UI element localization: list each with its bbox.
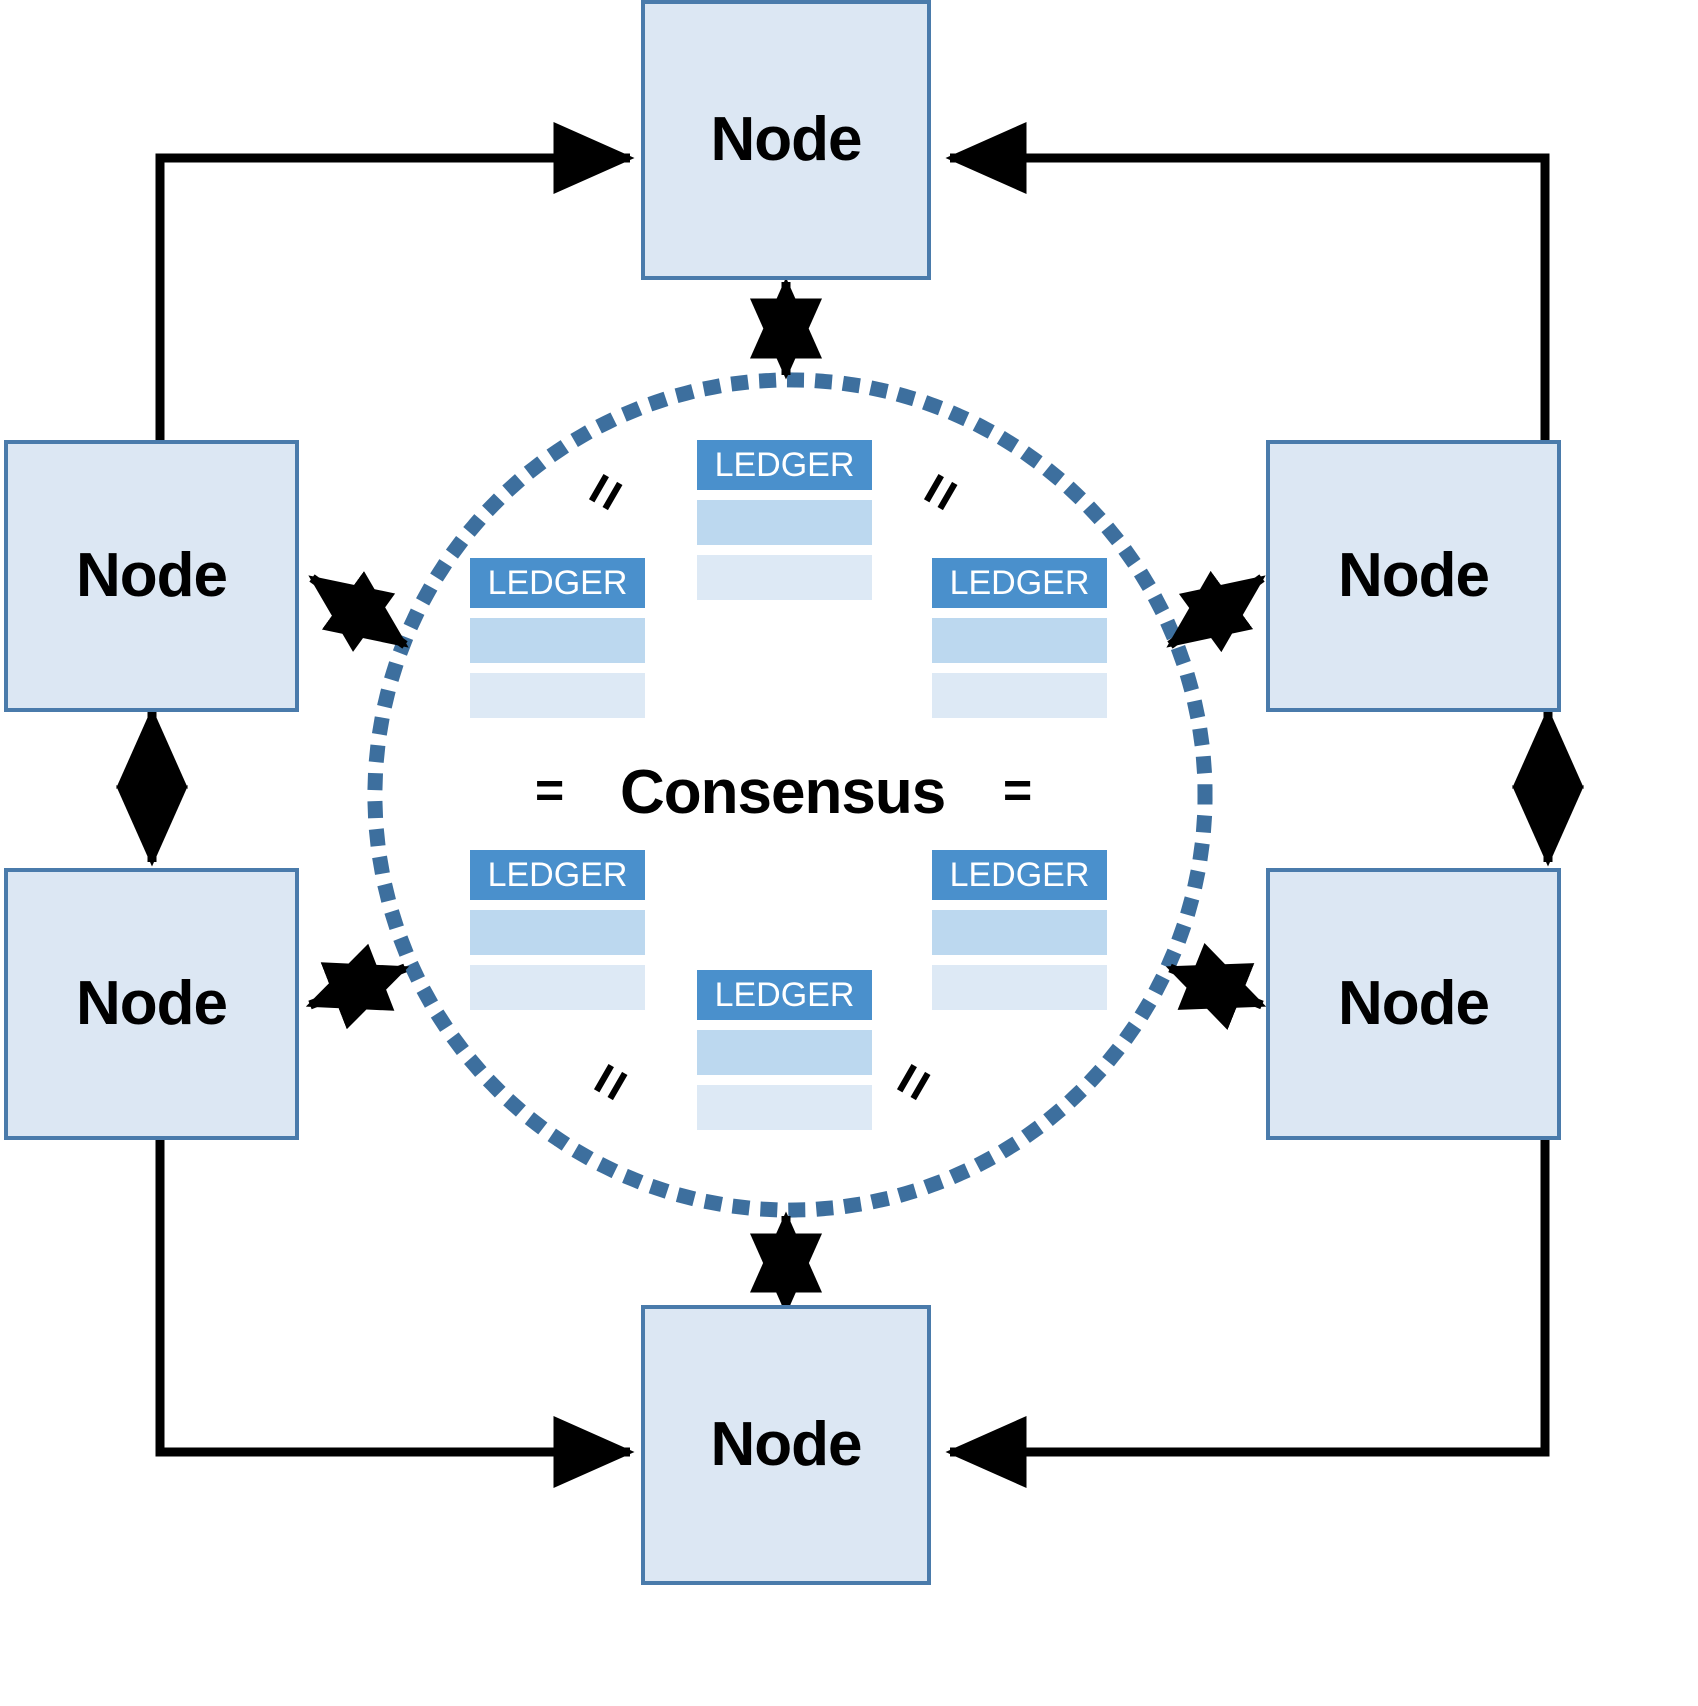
node-right-upper[interactable]: Node: [1266, 440, 1561, 712]
node-label: Node: [1338, 541, 1490, 610]
node-left-upper[interactable]: Node: [4, 440, 299, 712]
node-label: Node: [710, 1410, 863, 1479]
ledger-row: [932, 673, 1107, 718]
ledger-row: [470, 673, 645, 718]
equals-mark-middle-left: =: [535, 762, 564, 818]
equals-mark-middle-right: =: [1003, 762, 1032, 818]
ledger-top[interactable]: LEDGER: [697, 440, 872, 600]
edge-rightupper-to-top: [945, 122, 1550, 470]
ledger-upper-left[interactable]: LEDGER: [470, 558, 645, 718]
ledger-lower-left[interactable]: LEDGER: [470, 850, 645, 1010]
ledger-lower-right[interactable]: LEDGER: [932, 850, 1107, 1010]
ledger-row: [932, 910, 1107, 955]
edge-leftlower-to-consensus: [305, 943, 410, 1030]
ledger-row: [697, 555, 872, 600]
ledger-row: [697, 500, 872, 545]
ledger-row: [697, 1030, 872, 1075]
ledger-header: LEDGER: [932, 850, 1107, 900]
edge-rightlower-to-consensus: [1165, 943, 1267, 1030]
equals-mark-upper-left: =: [568, 464, 641, 523]
edge-rightupper-to-consensus: [1166, 570, 1266, 653]
equals-mark-lower-left: =: [573, 1054, 646, 1113]
node-right-lower[interactable]: Node: [1266, 868, 1561, 1140]
ledger-row: [470, 618, 645, 663]
equals-mark-upper-right: =: [903, 464, 976, 523]
node-left-lower[interactable]: Node: [4, 868, 299, 1140]
ledger-upper-right[interactable]: LEDGER: [932, 558, 1107, 718]
ledger-row: [932, 965, 1107, 1010]
ledger-header: LEDGER: [697, 970, 872, 1020]
ledger-row: [470, 910, 645, 955]
node-bottom[interactable]: Node: [641, 1305, 931, 1585]
ledger-row: [932, 618, 1107, 663]
ledger-row: [697, 1085, 872, 1130]
edge-leftupper-to-consensus: [308, 571, 409, 652]
node-label: Node: [1338, 969, 1490, 1038]
edge-rightlower-to-bottom: [945, 1140, 1550, 1488]
ledger-header: LEDGER: [470, 850, 645, 900]
ledger-header: LEDGER: [470, 558, 645, 608]
node-label: Node: [76, 541, 228, 610]
node-label: Node: [710, 105, 863, 174]
node-label: Node: [76, 969, 228, 1038]
ledger-bottom[interactable]: LEDGER: [697, 970, 872, 1130]
equals-mark-lower-right: =: [876, 1054, 949, 1113]
edge-leftlower-to-bottom: [155, 1140, 635, 1488]
edge-leftupper-to-top: [155, 122, 635, 470]
ledger-row: [470, 965, 645, 1010]
ledger-header: LEDGER: [697, 440, 872, 490]
node-top[interactable]: Node: [641, 0, 931, 280]
ledger-header: LEDGER: [932, 558, 1107, 608]
consensus-label: Consensus: [620, 758, 946, 827]
